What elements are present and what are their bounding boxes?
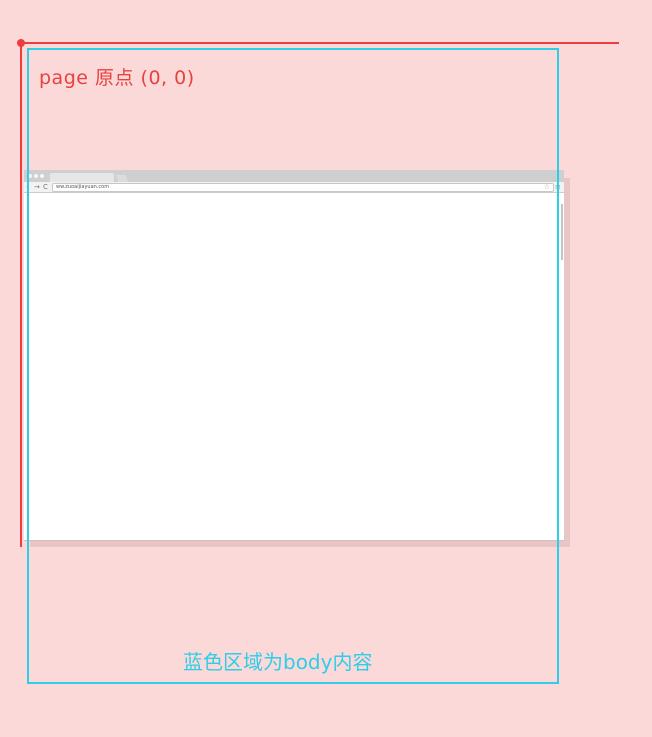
page-origin-label: page 原点 (0, 0) [39, 67, 195, 89]
window-dot-icon[interactable] [28, 174, 32, 178]
browser-window: ‹ → C ww.zuoaijiayuan.com ☆ ≡ [24, 170, 564, 540]
reload-icon[interactable]: C [43, 183, 48, 191]
scrollbar[interactable] [561, 204, 563, 260]
body-area-outline [27, 48, 559, 684]
url-bar[interactable]: ww.zuoaijiayuan.com ☆ [52, 183, 554, 192]
window-dot-icon[interactable] [34, 174, 38, 178]
page-origin-x-axis [21, 42, 619, 44]
page-origin-dot [17, 39, 25, 47]
body-area-label: 蓝色区域为body内容 [183, 650, 373, 674]
url-text: ww.zuoaijiayuan.com [56, 184, 110, 190]
page-origin-y-axis [20, 42, 22, 547]
browser-tab-bar [24, 170, 564, 182]
bookmark-star-icon[interactable]: ☆ [543, 183, 550, 191]
forward-icon[interactable]: → [34, 183, 40, 191]
window-dot-icon[interactable] [40, 174, 44, 178]
browser-tab[interactable] [50, 173, 114, 182]
